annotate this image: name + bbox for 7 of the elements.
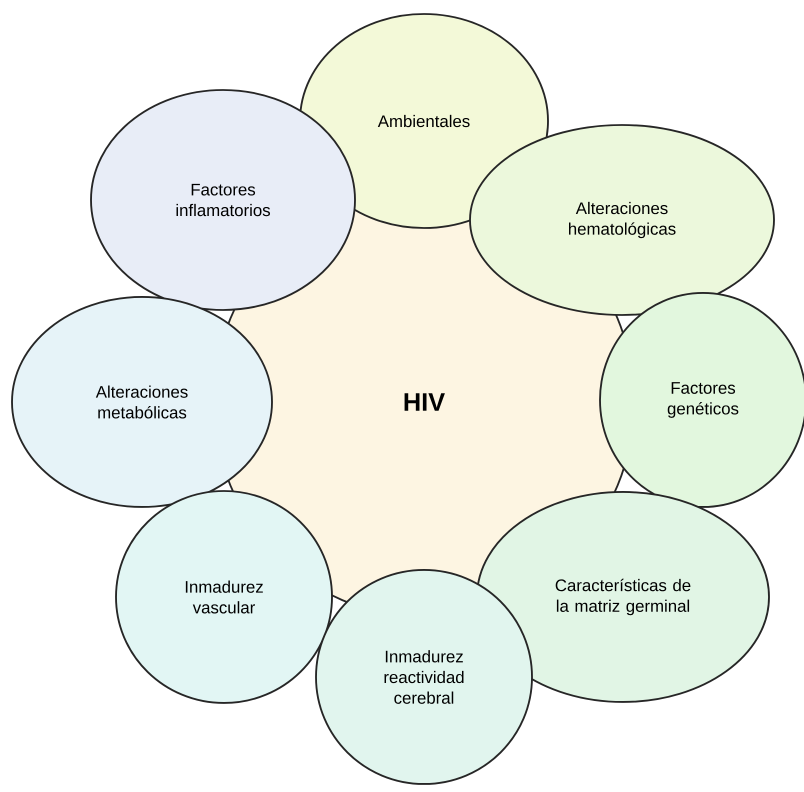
bubble: Factores inflamatorios [90,89,356,311]
bubble: Inmadurez reactividad cerebral [315,569,533,785]
bubble: Características de la matriz germinal [476,491,770,703]
bubble: Inmadurez vascular [115,490,333,704]
bubble: Alteraciones hematológicas [469,124,775,316]
bubble: Factores genéticos [599,292,804,508]
bubble: Alteraciones metabólicas [11,296,273,508]
